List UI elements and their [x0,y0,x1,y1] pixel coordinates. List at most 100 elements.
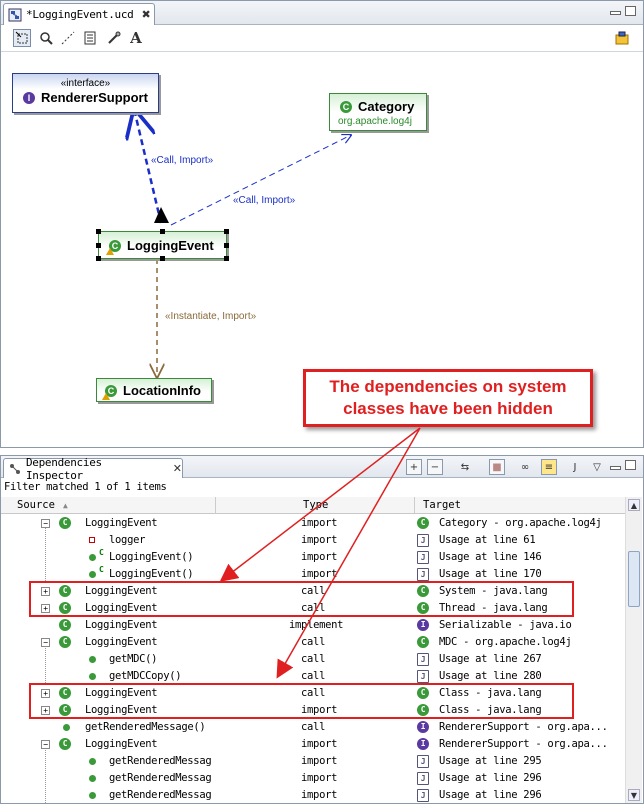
source-cell: LoggingEvent [85,636,158,648]
scroll-down-icon[interactable]: ▼ [628,789,640,801]
zoom-icon[interactable] [37,29,55,47]
collapse-icon[interactable]: − [41,638,50,647]
expand-icon[interactable]: + [41,689,50,698]
expand-icon[interactable]: + [41,604,50,613]
constructor-marker: C [99,565,104,574]
column-divider[interactable] [414,497,415,514]
text-icon[interactable]: A [130,29,142,47]
selection-handle[interactable] [96,243,101,248]
table-row[interactable]: − C LoggingEvent call C MDC - org.apache… [1,634,625,651]
expand-all-icon[interactable]: + [406,459,422,475]
close-icon[interactable]: ✖ [141,8,151,21]
view-tab-label: Dependencies Inspector [25,455,102,482]
note-icon[interactable] [81,29,99,47]
selection-handle[interactable] [96,229,101,234]
editor-tab[interactable]: *LoggingEvent.ucd ✖ [3,3,155,25]
scroll-thumb[interactable] [628,551,640,607]
constructor-icon [89,571,96,578]
uml-class-locationinfo[interactable]: C LocationInfo [96,378,212,402]
column-header-target[interactable]: Target [423,499,461,511]
view-menu-icon[interactable]: ▽ [593,461,601,473]
collapse-all-icon[interactable]: − [427,459,443,475]
java-file-icon: J [417,789,429,802]
selection-handle[interactable] [224,243,229,248]
minimize-icon[interactable] [610,466,621,470]
annotation-callout: The dependencies on system classes have … [303,369,593,427]
column-divider[interactable] [215,497,216,514]
callout-line-1: The dependencies on system [329,377,567,396]
tree-guide [45,524,46,581]
table-row[interactable]: getRenderedMessag import J Usage at line… [1,753,625,770]
select-icon[interactable] [13,29,31,47]
selected-edge-arrowhead [154,207,169,223]
table-row[interactable]: getMDC() call J Usage at line 267 [1,651,625,668]
edge-le-to-category [170,135,351,226]
final-class-icon: C [417,704,429,716]
table-row[interactable]: getRenderedMessag import J Usage at line… [1,787,625,803]
class-icon: C [59,585,71,597]
note-connector-icon[interactable] [59,29,77,47]
filter-icon[interactable]: ≡ [541,459,557,475]
table-row[interactable]: − C LoggingEvent import C Category - org… [1,515,625,532]
stop-icon[interactable]: ■ [489,459,505,475]
expand-icon[interactable]: + [41,706,50,715]
selection-handle[interactable] [160,229,165,234]
table-row[interactable]: getRenderedMessag import J Usage at line… [1,770,625,787]
method-icon [89,656,96,663]
table-row[interactable]: + C LoggingEvent import C Class - java.l… [1,702,625,719]
diagram-canvas[interactable]: «interface» I RendererSupport C Category… [1,53,643,447]
table-row[interactable]: logger import J Usage at line 61 [1,532,625,549]
stereotype-label: «interface» [60,78,111,89]
table-row[interactable]: + C LoggingEvent call C Class - java.lan… [1,685,625,702]
type-cell: call [301,653,326,665]
minimize-icon[interactable] [610,11,621,15]
table-row[interactable]: getRenderedMessage() call I RendererSupp… [1,719,625,736]
table-row[interactable]: C LoggingEvent implement I Serializable … [1,617,625,634]
uml-class-category[interactable]: C Category org.apache.log4j [329,93,427,131]
target-cell: MDC - org.apache.log4j [439,636,572,648]
java-file-icon: J [417,534,429,547]
target-cell: System - java.lang [439,585,548,597]
type-cell: call [301,687,326,699]
table-row[interactable]: C LoggingEvent() import J Usage at line … [1,548,625,566]
class-icon: C [59,602,71,614]
scroll-up-icon[interactable]: ▲ [628,499,640,511]
table-row[interactable]: − C LoggingEvent import I RendererSuppor… [1,736,625,753]
type-cell: implement [289,619,344,631]
type-cell: import [301,568,338,580]
edge-label-instantiate-import: «Instantiate, Import» [165,311,257,322]
java-file-icon: J [417,568,429,581]
expand-icon[interactable]: + [41,587,50,596]
class-icon: C [106,239,121,255]
collapse-icon[interactable]: − [41,519,50,528]
collapse-icon[interactable]: − [41,740,50,749]
package-icon[interactable] [613,29,631,47]
vertical-scrollbar[interactable]: ▲ ▼ [625,497,642,803]
target-cell: Usage at line 295 [439,755,542,767]
maximize-icon[interactable] [625,460,636,470]
class-icon: C [59,619,71,631]
selection-handle[interactable] [224,229,229,234]
type-cell: import [301,704,338,716]
selection-handle[interactable] [160,256,165,261]
selection-handle[interactable] [96,256,101,261]
source-cell: LoggingEvent [85,704,158,716]
uml-class-loggingevent[interactable]: C LoggingEvent [96,229,229,261]
glasses-icon[interactable]: ∞ [520,461,530,473]
column-header-source[interactable]: Source [17,499,55,511]
pin-icon[interactable] [105,29,123,47]
java-file-icon[interactable]: J [573,461,577,473]
interface-icon: I [417,619,429,631]
uml-interface-renderersupport[interactable]: «interface» I RendererSupport [12,73,159,113]
target-cell: Class - java.lang [439,687,542,699]
dependencies-inspector-view: Dependencies Inspector ✕ + − ⇆ ■ ∞ ≡ J ▽… [0,455,644,804]
view-tab[interactable]: Dependencies Inspector ✕ [3,456,183,482]
close-icon[interactable]: ✕ [172,462,182,475]
column-header-type[interactable]: Type [303,499,329,511]
selection-handle[interactable] [224,256,229,261]
swap-direction-icon[interactable]: ⇆ [460,461,470,473]
class-name: RendererSupport [41,90,148,105]
maximize-icon[interactable] [625,6,636,16]
type-cell: call [301,636,326,648]
type-cell: import [301,738,338,750]
